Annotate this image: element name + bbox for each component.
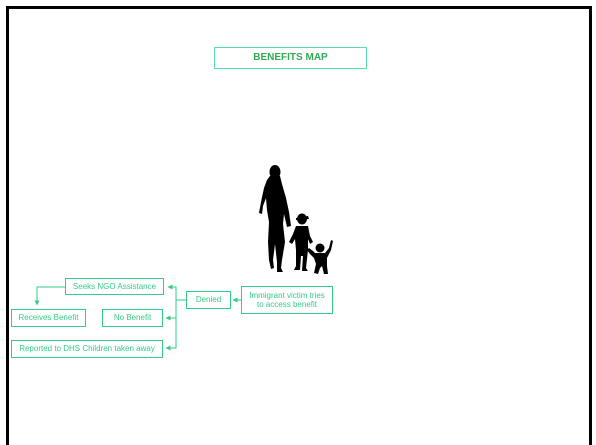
arrow-denied-to-reported	[165, 318, 177, 351]
node-denied: Denied	[186, 291, 231, 309]
mother-and-children-silhouette-icon	[259, 165, 333, 274]
node-reported-to-dhs: Reported to DHS Children taken away	[11, 340, 163, 358]
arrow-seeks-ngo-to-receives-benefit	[34, 286, 65, 306]
node-receives-benefit: Receives Benefit	[11, 309, 86, 327]
slide-frame	[6, 6, 592, 445]
diagram-title: BENEFITS MAP	[214, 47, 367, 69]
arrow-denied-to-no-benefit	[165, 300, 177, 321]
node-immigrant-victim: Immigrant victim tries to access benefit	[241, 286, 333, 314]
node-seeks-ngo-assistance: Seeks NGO Assistance	[65, 278, 164, 295]
node-no-benefit: No Benefit	[102, 309, 163, 327]
arrow-denied-to-seeks-ngo	[167, 284, 186, 301]
